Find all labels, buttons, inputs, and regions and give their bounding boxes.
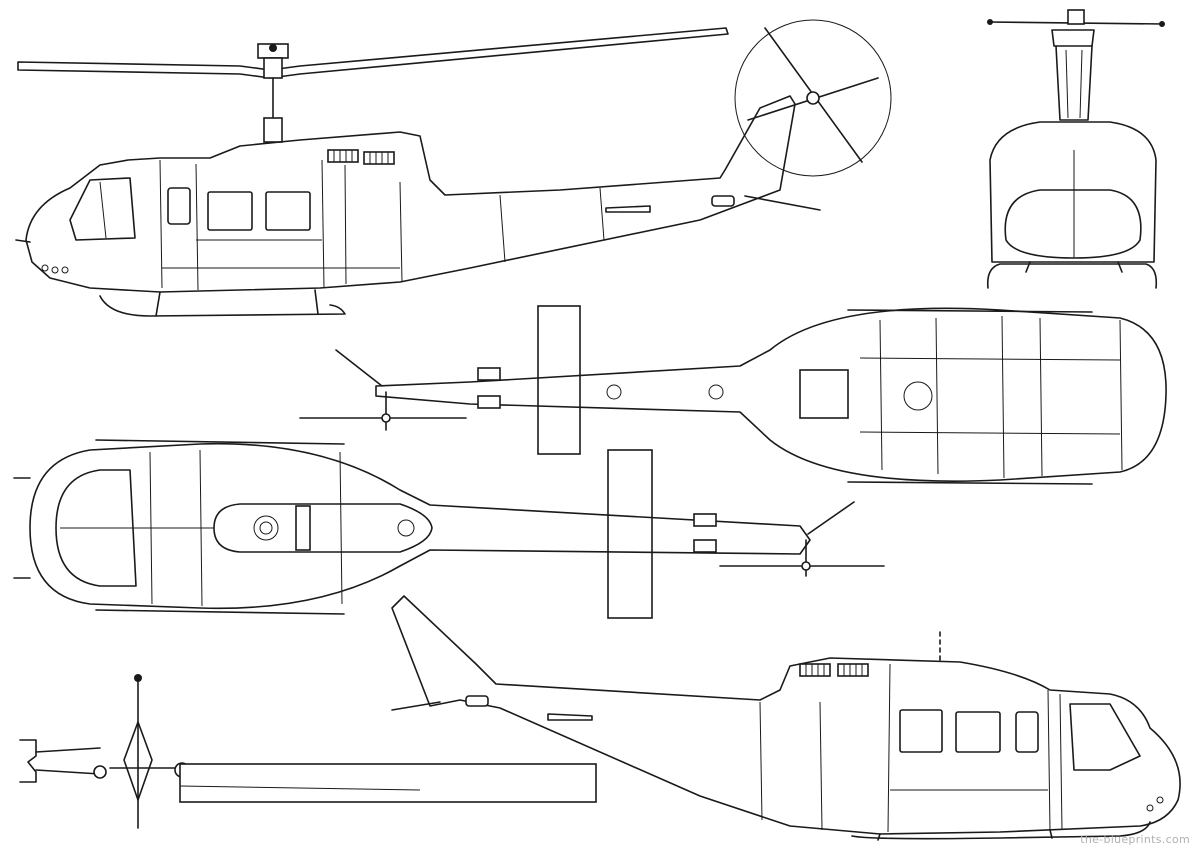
landing-skid	[99, 295, 346, 317]
hub-blade	[179, 763, 597, 803]
side-right-skid	[851, 821, 1151, 840]
bottom-fuselage	[29, 442, 811, 610]
top-view	[299, 305, 1167, 485]
rotor-mast	[257, 43, 289, 143]
cockpit-window	[69, 177, 136, 241]
top-skid-left	[847, 309, 1093, 313]
cabin-window-2	[265, 191, 311, 231]
tail-rotor	[734, 19, 892, 177]
side-view-left	[15, 19, 892, 317]
main-rotor-blade	[17, 27, 729, 79]
front-view	[986, 9, 1165, 289]
side-right-engine-grill	[799, 663, 869, 677]
bottom-stabilizer	[607, 449, 653, 619]
top-skid-right	[847, 481, 1093, 485]
engine-intake-grill	[327, 149, 395, 165]
top-fuselage	[375, 307, 1167, 482]
side-right-tail-skid	[391, 701, 441, 711]
side-right-window-1	[899, 709, 943, 753]
tail-skid	[744, 195, 821, 211]
cabin-window-1	[207, 191, 253, 231]
side-view-right	[391, 595, 1181, 841]
front-windshield	[1004, 189, 1142, 259]
watermark-text: the-blueprints.com	[1080, 833, 1190, 846]
side-right-cockpit-window	[1069, 703, 1141, 771]
front-fuselage	[989, 121, 1157, 263]
top-stabilizer	[537, 305, 581, 455]
side-right-fuselage	[391, 595, 1181, 835]
bottom-view	[13, 439, 885, 619]
side-right-window-2	[955, 711, 1001, 753]
rotor-hub-detail	[19, 674, 597, 829]
door-window-front	[167, 187, 191, 225]
bottom-skid-lower	[95, 609, 345, 615]
bottom-skid-upper	[95, 439, 345, 445]
top-hatch	[799, 369, 849, 419]
side-right-door-window	[1015, 711, 1039, 753]
hub-break-line	[19, 739, 37, 783]
fuselage	[25, 95, 796, 293]
bottom-engine-deck	[213, 503, 433, 553]
